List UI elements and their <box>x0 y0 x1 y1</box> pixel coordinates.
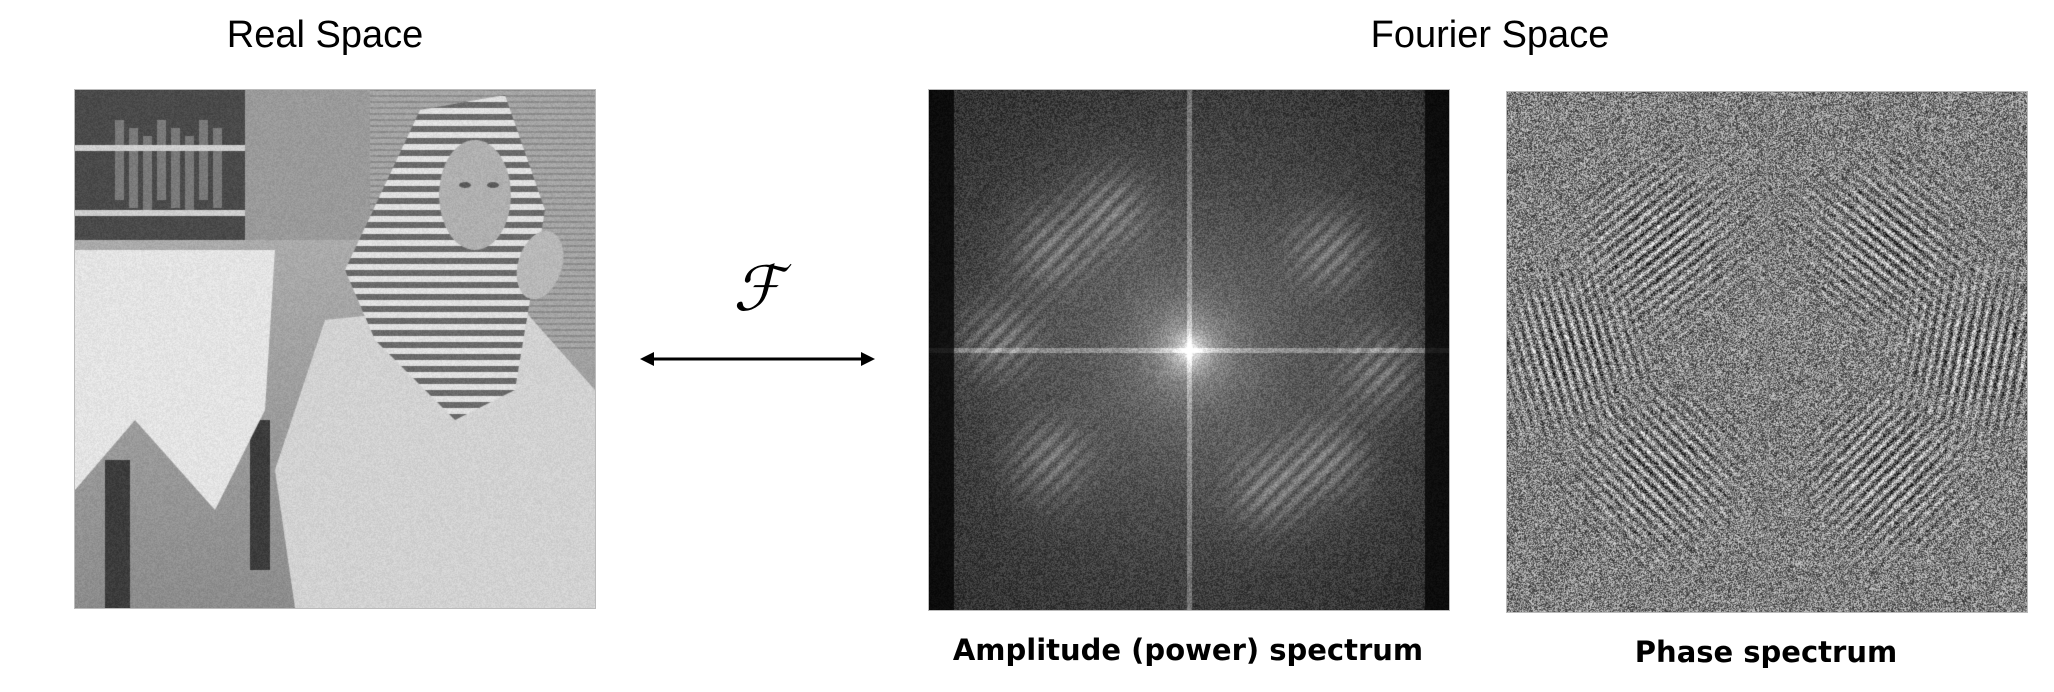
fourier-symbol: ℱ <box>733 252 782 325</box>
amplitude-spectrum-caption: Amplitude (power) spectrum <box>952 633 1424 667</box>
amplitude-spectrum-image <box>928 89 1450 611</box>
phase-spectrum-caption: Phase spectrum <box>1634 635 1898 669</box>
fourier-space-heading: Fourier Space <box>1370 14 1610 56</box>
phase-spectrum-image <box>1506 91 2028 613</box>
real-space-image <box>74 89 596 609</box>
bidirectional-arrow <box>640 352 875 366</box>
fourier-transform-operator: ℱ <box>640 258 875 368</box>
real-space-heading: Real Space <box>226 14 424 56</box>
